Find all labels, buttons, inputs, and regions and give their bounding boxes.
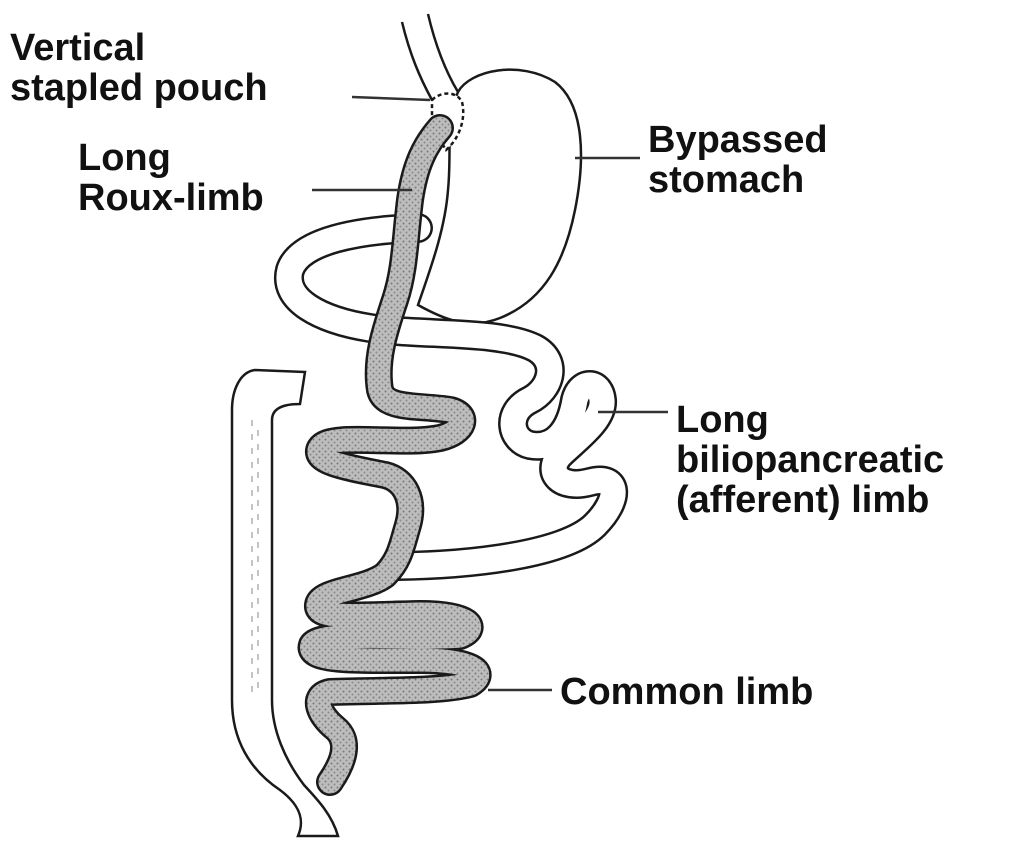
label-bypassed-stomach: Bypassed stomach [648, 120, 828, 200]
label-vertical-stapled-pouch: Vertical stapled pouch [10, 28, 268, 108]
label-line: Common limb [560, 672, 813, 712]
label-biliopancreatic-limb: Long biliopancreatic (afferent) limb [676, 400, 944, 520]
label-line: Bypassed [648, 120, 828, 160]
label-line: Long [676, 400, 944, 440]
label-line: Vertical [10, 28, 268, 68]
label-line: stomach [648, 160, 828, 200]
esophagus [402, 14, 458, 100]
label-line: (afferent) limb [676, 480, 944, 520]
label-long-roux-limb: Long Roux-limb [78, 138, 264, 218]
label-common-limb: Common limb [560, 672, 813, 712]
label-line: Long [78, 138, 264, 178]
label-line: biliopancreatic [676, 440, 944, 480]
label-line: stapled pouch [10, 68, 268, 108]
label-line: Roux-limb [78, 178, 264, 218]
leader-pouch [352, 97, 430, 100]
